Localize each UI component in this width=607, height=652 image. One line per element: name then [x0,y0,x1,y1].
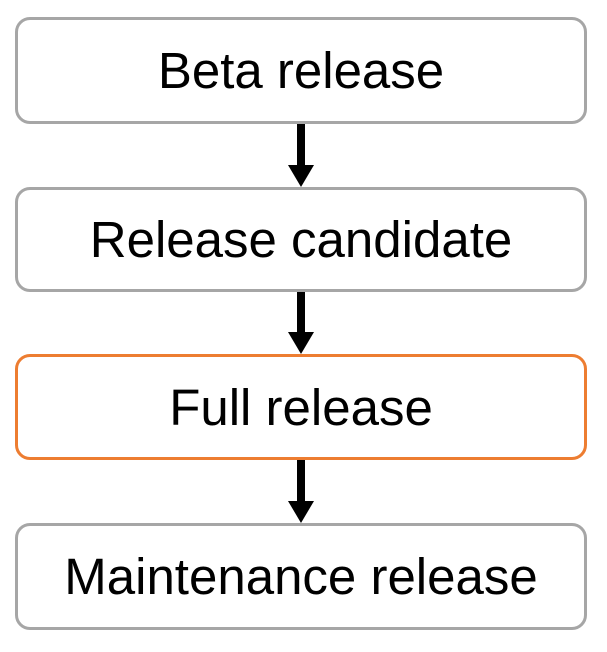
flow-node-label: Full release [169,378,433,436]
flow-node-beta-release: Beta release [15,17,587,124]
arrow-shaft [297,292,305,332]
arrow-head-icon [288,501,314,523]
flow-node-release-candidate: Release candidate [15,187,587,292]
flow-node-label: Maintenance release [64,548,538,605]
arrow-shaft [297,460,305,501]
down-arrow-connector [288,124,314,187]
arrow-head-icon [288,165,314,187]
arrow-shaft [297,124,305,165]
flow-node-maintenance-release: Maintenance release [15,523,587,630]
down-arrow-connector [288,292,314,354]
flow-node-full-release: Full release [15,354,587,460]
arrow-head-icon [288,332,314,354]
flow-node-label: Release candidate [89,211,513,268]
down-arrow-connector [288,460,314,523]
flow-node-label: Beta release [157,42,445,99]
